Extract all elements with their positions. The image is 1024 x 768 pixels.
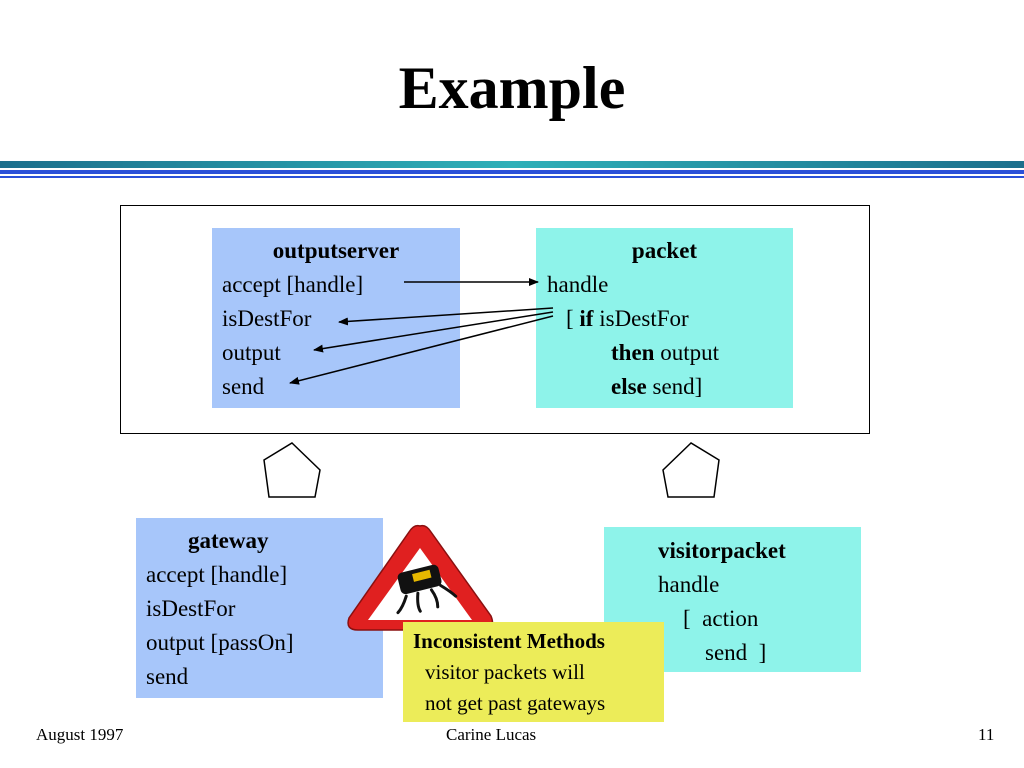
- outputserver-method: output: [222, 340, 281, 365]
- gateway-name: gateway: [188, 528, 269, 553]
- keyword-else: else: [611, 374, 647, 399]
- outputserver-method: accept [handle]: [222, 272, 364, 297]
- callout-heading: Inconsistent Methods: [413, 629, 605, 653]
- packet-body-line: else send]: [547, 370, 793, 404]
- packet-text: send]: [646, 374, 703, 399]
- visitorpacket-name: visitorpacket: [658, 538, 786, 563]
- packet-text: output: [654, 340, 719, 365]
- packet-body-line: [ if isDestFor: [547, 302, 793, 336]
- arrow-else-to-send: [289, 315, 554, 385]
- header-rule-teal: [0, 161, 1024, 168]
- gateway-class-box: gateway accept [handle] isDestFor output…: [136, 518, 383, 698]
- footer-date: August 1997: [36, 725, 124, 744]
- packet-name: packet: [631, 238, 698, 263]
- arrow-if-to-isdestfor: [338, 307, 554, 326]
- header-rule-blue: [0, 170, 1024, 174]
- visitorpacket-body-line: [ action: [683, 606, 759, 631]
- gateway-method: isDestFor: [146, 596, 236, 621]
- packet-body-line: then output: [547, 336, 793, 370]
- arrow-then-to-output: [313, 311, 554, 353]
- footer-page-number: 11: [978, 725, 995, 744]
- inheritance-pentagon-left: [263, 442, 321, 498]
- gateway-method: send: [146, 664, 189, 689]
- footer-author: Carine Lucas: [446, 725, 537, 744]
- gateway-method: output [passOn]: [146, 630, 294, 655]
- callout-line: visitor packets will: [425, 660, 585, 684]
- visitorpacket-body-line: send ]: [705, 640, 767, 665]
- header-rule-thin: [0, 176, 1024, 178]
- bracket-open: [: [566, 306, 580, 331]
- gateway-method: accept [handle]: [146, 562, 288, 587]
- callout-line: not get past gateways: [425, 691, 606, 715]
- packet-method: handle: [547, 272, 609, 297]
- packet-class-box: packet handle [ if isDestFor then output…: [536, 228, 793, 408]
- inheritance-pentagon-right: [662, 442, 720, 498]
- outputserver-method: isDestFor: [222, 306, 312, 331]
- outputserver-method: send: [222, 374, 265, 399]
- visitorpacket-method: handle: [658, 572, 720, 597]
- outputserver-class-box: outputserver accept [handle] isDestFor o…: [212, 228, 460, 408]
- warning-sign-icon: [347, 524, 494, 631]
- framework-frame: [120, 205, 870, 434]
- keyword-then: then: [611, 340, 655, 365]
- packet-text: isDestFor: [593, 306, 689, 331]
- slide-title: Example: [398, 55, 626, 121]
- inconsistent-methods-callout: Inconsistent Methods visitor packets wil…: [403, 622, 664, 722]
- outputserver-name: outputserver: [272, 238, 400, 263]
- keyword-if: if: [579, 306, 594, 331]
- skidding-car-icon: [396, 564, 458, 615]
